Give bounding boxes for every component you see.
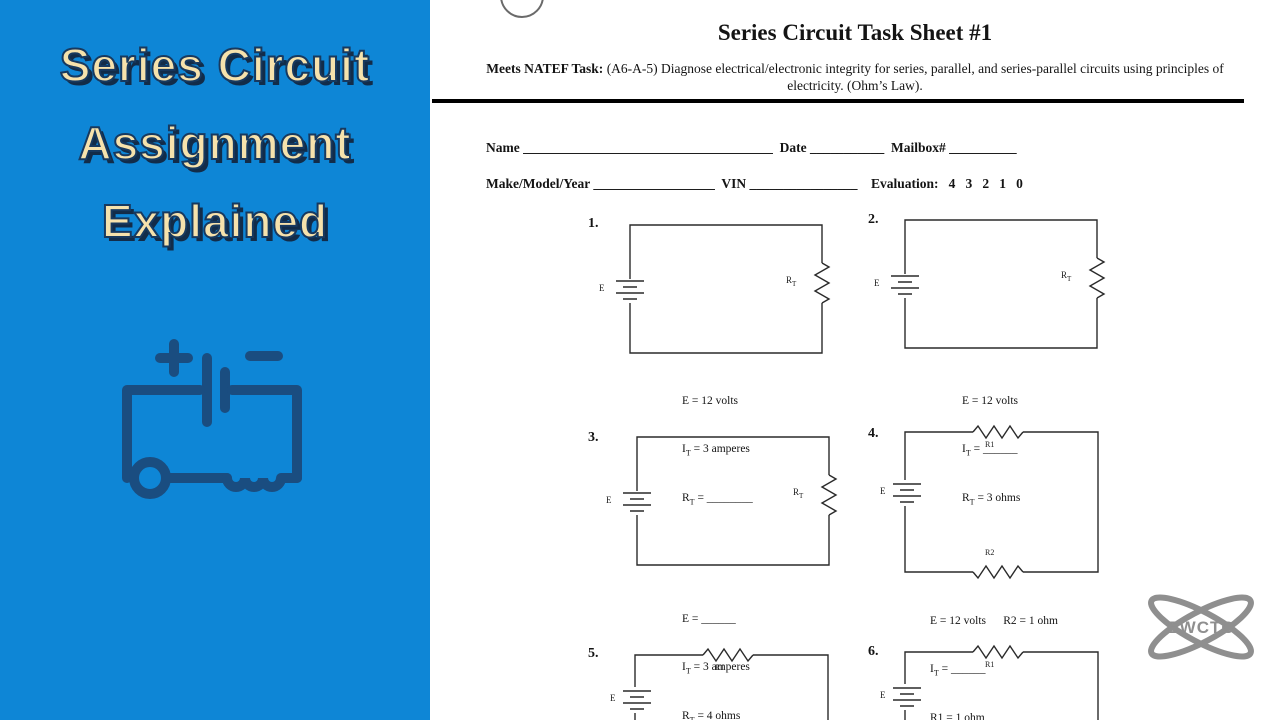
answer-lines: E = 12 volts IT = ______ RT = 3 ohms xyxy=(962,364,1020,539)
resistor-symbol xyxy=(820,474,838,516)
circuit-svg xyxy=(893,424,1099,580)
resistor-label: RT xyxy=(1061,270,1072,283)
natef-task-text: Meets NATEF Task: (A6-A-5) Diagnose elec… xyxy=(475,60,1235,94)
circuit-svg xyxy=(623,436,838,566)
plus-icon xyxy=(155,339,193,377)
answer-lines: E = 12 volts R2 = 1 ohm IT = ______ R1 =… xyxy=(930,584,1058,720)
circuit-diagram: E R1 xyxy=(880,640,1105,720)
battery-symbol xyxy=(616,280,644,300)
answer-lines: E = ______ IT = 3 amperes RT = 4 ohms xyxy=(682,582,750,720)
battery-symbol xyxy=(623,690,651,710)
answer-line: E = 12 volts xyxy=(682,395,739,407)
battery-icon xyxy=(202,353,230,427)
circuit-svg xyxy=(623,647,829,720)
problem-number: 2. xyxy=(868,212,879,227)
answer-line: E = 12 volts xyxy=(962,395,1019,407)
problem-number: 5. xyxy=(588,646,599,661)
title-line-3: Explained xyxy=(101,194,329,248)
resistor-label-r1: R1 xyxy=(985,440,995,449)
circuit-svg xyxy=(891,219,1106,349)
divider-rule xyxy=(432,99,1244,103)
circuit-icon xyxy=(112,328,312,508)
answer-line: IT = ______ xyxy=(962,443,1018,458)
circuit-svg xyxy=(893,644,1099,720)
video-title: Series Circuit Assignment Explained xyxy=(0,26,430,260)
resistor-label-r1: R1 xyxy=(985,660,995,669)
answer-line: R1 = 1 ohm xyxy=(930,711,985,720)
answer-line: IT = 3 amperes xyxy=(682,661,750,676)
answer-line: RT = 3 ohms xyxy=(962,491,1021,506)
ewctc-logo: EWCTC xyxy=(1142,584,1260,670)
answer-line: RT = ________ xyxy=(682,491,753,506)
battery-symbol xyxy=(623,492,651,512)
problem-number: 4. xyxy=(868,426,879,441)
answer-line: RT = 4 ohms xyxy=(682,709,741,720)
worksheet-document: Series Circuit Task Sheet #1 Meets NATEF… xyxy=(430,0,1280,720)
name-date-row: Name ___________________________________… xyxy=(486,140,1017,155)
resistor-label: RT xyxy=(793,487,804,500)
circuit-icon-svg xyxy=(122,339,302,499)
resistor-label: RT xyxy=(786,275,797,288)
wire-lines xyxy=(122,385,302,483)
answer-line: E = 12 volts R2 = 1 ohm xyxy=(930,615,1058,627)
ribbon-x-icon xyxy=(1148,594,1254,660)
circuit-diagram: E RT xyxy=(599,215,832,363)
natef-label: Meets NATEF Task: xyxy=(486,61,604,76)
battery-label: E xyxy=(880,486,886,496)
coil-icon xyxy=(222,473,302,492)
lamp-icon xyxy=(129,457,171,499)
answer-line: E = ______ xyxy=(682,613,736,625)
answer-line: IT = ______ xyxy=(930,663,986,678)
battery-label: E xyxy=(606,495,612,505)
circuit-svg xyxy=(616,224,831,354)
title-line-2: Assignment xyxy=(77,116,352,170)
battery-label: E xyxy=(880,690,886,700)
left-banner: Series Circuit Assignment Explained xyxy=(0,0,430,720)
battery-symbol xyxy=(893,483,921,503)
circuit-diagram: E R1 xyxy=(610,643,835,720)
answer-line: IT = 3 amperes xyxy=(682,443,750,458)
resistor-symbol-r2 xyxy=(972,564,1024,580)
battery-label: E xyxy=(610,693,616,703)
circuit-diagram: E RT xyxy=(606,427,839,575)
battery-label: E xyxy=(874,278,880,288)
problem-number: 1. xyxy=(588,216,599,231)
circuit-diagram: E R1 R2 xyxy=(880,420,1105,582)
problem-number: 3. xyxy=(588,430,599,445)
resistor-symbol-r1 xyxy=(972,424,1024,440)
battery-symbol xyxy=(893,687,921,707)
problem-number: 6. xyxy=(868,644,879,659)
battery-symbol xyxy=(891,275,919,295)
resistor-symbol-r1 xyxy=(972,644,1024,660)
resistor-label-r1: R1 xyxy=(715,663,725,672)
battery-label: E xyxy=(599,283,605,293)
resistor-label-r2: R2 xyxy=(985,548,995,557)
vehicle-row: Make/Model/Year __________________ VIN _… xyxy=(486,176,1023,191)
document-title: Series Circuit Task Sheet #1 xyxy=(717,20,993,45)
circuit-diagram: E RT xyxy=(874,210,1107,358)
resistor-symbol-r1 xyxy=(702,647,754,663)
title-line-1: Series Circuit xyxy=(59,38,371,92)
logo-text: EWCTC xyxy=(1167,618,1235,637)
natef-body: (A6-A-5) Diagnose electrical/electronic … xyxy=(603,61,1224,93)
resistor-symbol xyxy=(813,262,831,304)
answer-lines: E = 12 volts IT = 3 amperes RT = _______… xyxy=(682,364,753,539)
logo-circle xyxy=(500,0,544,18)
resistor-symbol xyxy=(1088,257,1106,299)
